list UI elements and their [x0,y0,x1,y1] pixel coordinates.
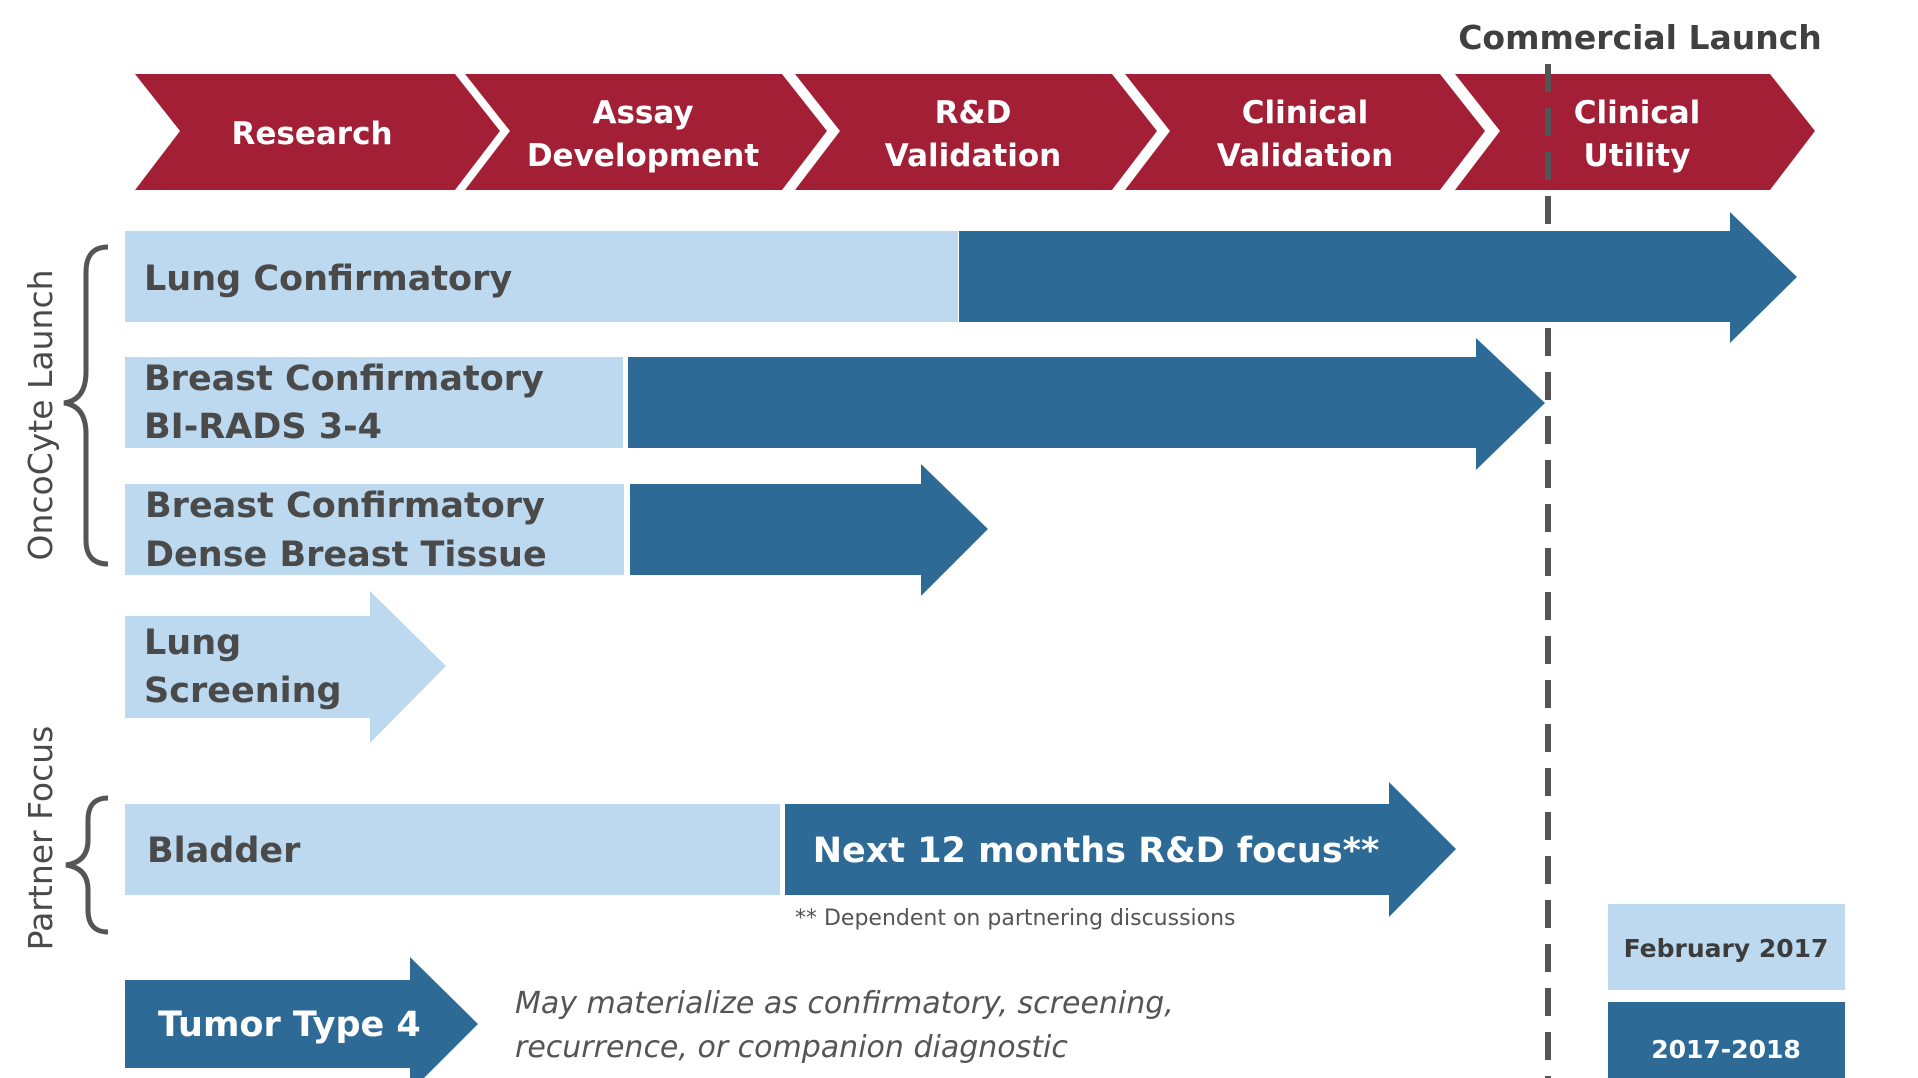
lung-screening-label-1: Lung [144,623,241,663]
stage-chevron-research [135,74,500,190]
lung-confirmatory-arrow [959,212,1797,343]
partner-focus-label: Partner Focus [21,726,60,951]
legend: February 2017 2017-2018 [1608,904,1845,1078]
bladder-footnote: ** Dependent on partnering discussions [795,906,1236,931]
oncocyte-brace [63,244,109,567]
row-lung-screening: Lung Screening [125,591,446,743]
stage-label-cv-1: Clinical [1242,95,1369,131]
lung-screening-arrow [125,591,446,743]
row-lung-confirmatory: Lung Confirmatory [125,212,1797,343]
legend-label-2017-2018: 2017-2018 [1651,1035,1801,1064]
stage-label-rd-1: R&D [935,95,1012,131]
stage-chevron-clinical-validation [1125,74,1485,190]
bladder-completed-bar [125,804,780,895]
breast-dense-label-1: Breast Confirmatory [145,486,545,526]
stage-label-cu-2: Utility [1584,138,1691,174]
partner-brace [65,795,109,935]
stage-chevron-rd [795,74,1157,190]
breast-dense-label-2: Dense Breast Tissue [145,535,547,575]
breast-birads-label-2: BI-RADS 3-4 [144,407,382,447]
bladder-focus-label: Next 12 months R&D focus** [813,831,1380,871]
stage-label-cu-1: Clinical [1574,95,1701,131]
lung-confirmatory-label: Lung Confirmatory [144,259,512,299]
breast-birads-completed-bar [125,357,623,448]
legend-label-february-2017: February 2017 [1624,934,1829,963]
tumor-type-4-label: Tumor Type 4 [158,1005,421,1045]
stage-label-research: Research [231,116,392,152]
stage-chevrons: Research Assay Development R&D Validatio… [135,74,1815,190]
stage-chevron-assay [465,74,827,190]
tumor-type-4-arrow [125,957,478,1078]
row-breast-dense: Breast Confirmatory Dense Breast Tissue [125,464,988,596]
stage-label-assay-1: Assay [592,95,693,131]
row-breast-birads: Breast Confirmatory BI-RADS 3-4 [125,338,1545,470]
commercial-launch-label: Commercial Launch [1458,18,1822,57]
legend-swatch-february-2017 [1608,904,1845,990]
stage-label-assay-2: Development [527,138,759,174]
breast-birads-label-1: Breast Confirmatory [144,359,544,399]
stage-label-cv-2: Validation [1217,138,1393,174]
breast-birads-arrow [628,338,1545,470]
bladder-label: Bladder [147,831,301,871]
lung-screening-label-2: Screening [144,671,342,711]
row-tumor-type-4: Tumor Type 4 May materialize as confirma… [125,957,1174,1078]
breast-dense-arrow [630,464,988,596]
tumor-note-1: May materialize as confirmatory, screeni… [515,986,1174,1021]
row-bladder: Bladder Next 12 months R&D focus** ** De… [125,782,1456,931]
legend-swatch-2017-2018 [1608,1002,1845,1078]
lung-confirmatory-completed-bar [125,231,958,322]
stage-label-rd-2: Validation [885,138,1061,174]
tumor-note-2: recurrence, or companion diagnostic [515,1030,1068,1065]
bladder-arrow [785,782,1456,917]
breast-dense-completed-bar [125,484,624,575]
oncocyte-launch-label: OncoCyte Launch [21,269,60,560]
